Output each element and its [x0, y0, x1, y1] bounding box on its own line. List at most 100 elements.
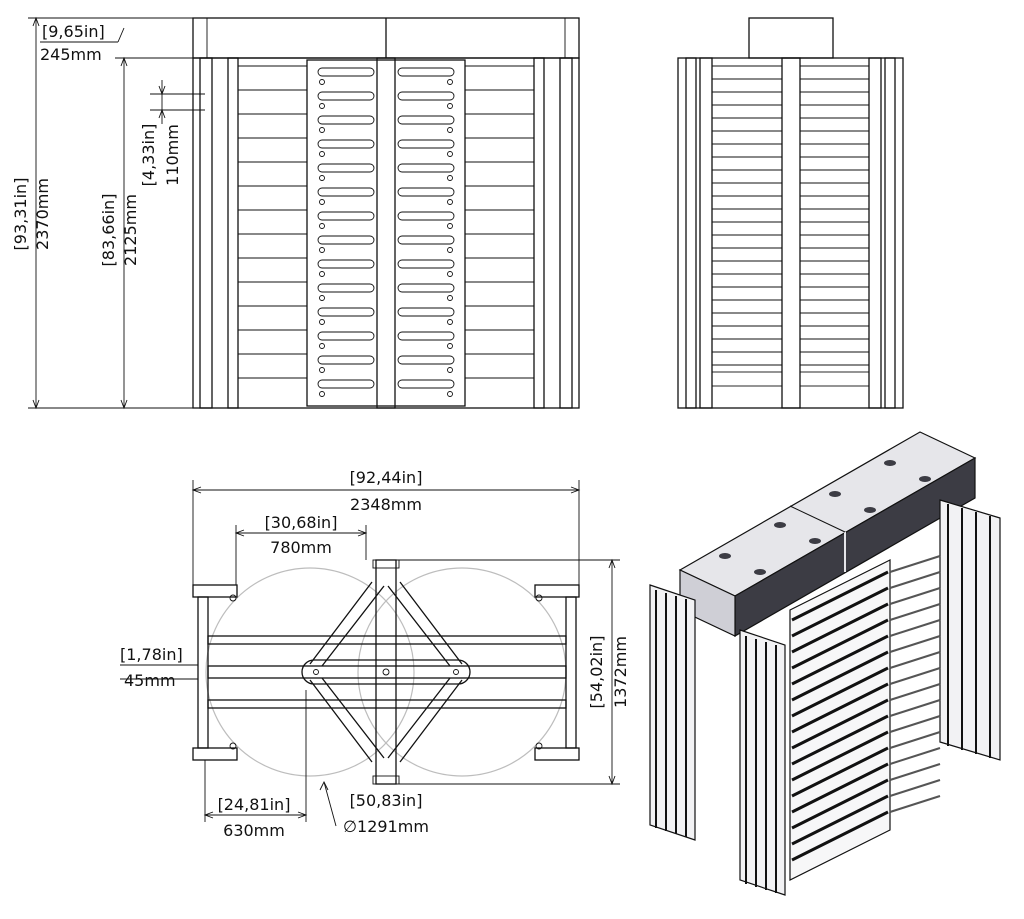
- plan-rotor-diameter-in: [50,83in]: [350, 791, 423, 810]
- plan-side-width-in: [24,81in]: [218, 795, 291, 814]
- iso-rotor-bar-back: [889, 603, 941, 621]
- iso-rotor-bar-back: [889, 683, 941, 701]
- rotor-arm-end: [319, 199, 325, 205]
- rotor-arm-end: [447, 79, 453, 85]
- iso-rotor-bar-back: [889, 795, 941, 813]
- rotor-arm-right: [397, 139, 455, 149]
- rotor-arm-right: [397, 235, 455, 245]
- rotor-arm-right: [397, 259, 455, 269]
- plan-dimensions: [120, 480, 620, 827]
- rotor-arm-left: [317, 91, 375, 101]
- rotor-arm-left: [317, 139, 375, 149]
- plan-view: [192, 559, 580, 785]
- iso-rotor-bar: [791, 746, 889, 798]
- rotor-arm-end: [447, 391, 453, 397]
- rotor-arm-end: [319, 343, 325, 349]
- iso-rotor-bar-back: [889, 747, 941, 765]
- iso-rotor-bar: [791, 682, 889, 734]
- rotor-arm-end: [447, 127, 453, 133]
- rotor-arm-end: [447, 151, 453, 157]
- rotor-arm-right: [397, 211, 455, 221]
- front-bar-spacing-in: [4,33in]: [139, 124, 158, 187]
- plan-rotor-diameter-mm: ∅1291mm: [343, 817, 429, 836]
- rotor-arm-end: [319, 223, 325, 229]
- front-top-box-in: [9,65in]: [42, 22, 105, 41]
- iso-rotor-bar-back: [889, 763, 941, 781]
- iso-rotor-bar-back: [889, 571, 941, 589]
- iso-rotor-bar-back: [889, 715, 941, 733]
- rotor-arm-end: [447, 103, 453, 109]
- rotor-arm-left: [317, 67, 375, 77]
- rotor-arm-left: [317, 331, 375, 341]
- iso-rotor-bar-back: [889, 587, 941, 605]
- rotor-arm-right: [397, 379, 455, 389]
- rotor-arm-left: [317, 283, 375, 293]
- rotor-arm-end: [319, 151, 325, 157]
- iso-rotor-bar: [791, 810, 889, 862]
- iso-rotor-bar-back: [889, 731, 941, 749]
- front-frame-height-mm: 2125mm: [121, 194, 140, 266]
- iso-rotor-bar: [791, 794, 889, 846]
- rotor-arm-end: [319, 391, 325, 397]
- rotor-arm-right: [397, 331, 455, 341]
- rotor-arm-end: [447, 343, 453, 349]
- rotor-arm-left: [317, 187, 375, 197]
- plan-total-width-in: [92,44in]: [350, 468, 423, 487]
- iso-rotor-bar: [791, 602, 889, 654]
- front-height-mm: 2370mm: [33, 178, 52, 250]
- iso-rotor-bar: [791, 618, 889, 670]
- rotor-arm-end: [447, 367, 453, 373]
- rotor-arm-end: [447, 295, 453, 301]
- rotor-arm-end: [319, 127, 325, 133]
- rotor-arm-end: [319, 79, 325, 85]
- rotor-arm-left: [317, 211, 375, 221]
- iso-rotor-bar-back: [889, 699, 941, 717]
- rotor-arm-end: [447, 223, 453, 229]
- rotor-arm-left: [317, 115, 375, 125]
- iso-rotor-bar-back: [889, 555, 941, 573]
- iso-rotor-bar: [791, 666, 889, 718]
- rotor-arm-right: [397, 91, 455, 101]
- iso-rotor-bar: [791, 714, 889, 766]
- rotor-arm-left: [317, 355, 375, 365]
- rotor-arm-end: [447, 247, 453, 253]
- rotor-arm-left: [317, 307, 375, 317]
- front-top-box-mm: 245mm: [40, 45, 102, 64]
- plan-depth-in: [54,02in]: [587, 636, 606, 709]
- iso-rotor-bar: [791, 730, 889, 782]
- rotor-arm-right: [397, 163, 455, 173]
- rotor-arm-left: [317, 163, 375, 173]
- iso-rotor-bar: [791, 698, 889, 750]
- rotor-arm-end: [319, 175, 325, 181]
- plan-arm-length-mm: 780mm: [270, 538, 332, 557]
- rotor-arm-right: [397, 67, 455, 77]
- rotor-arm-right: [397, 187, 455, 197]
- iso-rotor-bar-back: [889, 619, 941, 637]
- rotor-arm-end: [319, 247, 325, 253]
- plan-depth-mm: 1372mm: [611, 636, 630, 708]
- rotor-arm-right: [397, 355, 455, 365]
- iso-rotor-bar: [791, 778, 889, 830]
- front-height-in: [93,31in]: [11, 178, 30, 251]
- plan-post-offset-mm: 45mm: [124, 671, 176, 690]
- rotor-arm-left: [317, 379, 375, 389]
- iso-rotor-bar-back: [889, 779, 941, 797]
- rotor-arm-end: [447, 199, 453, 205]
- rotor-arm-end: [447, 319, 453, 325]
- plan-side-width-mm: 630mm: [223, 821, 285, 840]
- rotor-arm-end: [319, 103, 325, 109]
- iso-rotor-bar-back: [889, 635, 941, 653]
- rotor-arm-end: [319, 319, 325, 325]
- iso-rotor-bar-back: [889, 651, 941, 669]
- iso-rotor-bar: [791, 762, 889, 814]
- rotor-arm-end: [447, 175, 453, 181]
- plan-total-width-mm: 2348mm: [350, 495, 422, 514]
- iso-rotor-bar: [791, 634, 889, 686]
- iso-rotor-bar: [791, 586, 889, 638]
- rotor-arm-end: [447, 271, 453, 277]
- rotor-arm-right: [397, 283, 455, 293]
- rotor-arm-end: [319, 367, 325, 373]
- rotor-arm-left: [317, 259, 375, 269]
- front-bar-spacing-mm: 110mm: [163, 124, 182, 186]
